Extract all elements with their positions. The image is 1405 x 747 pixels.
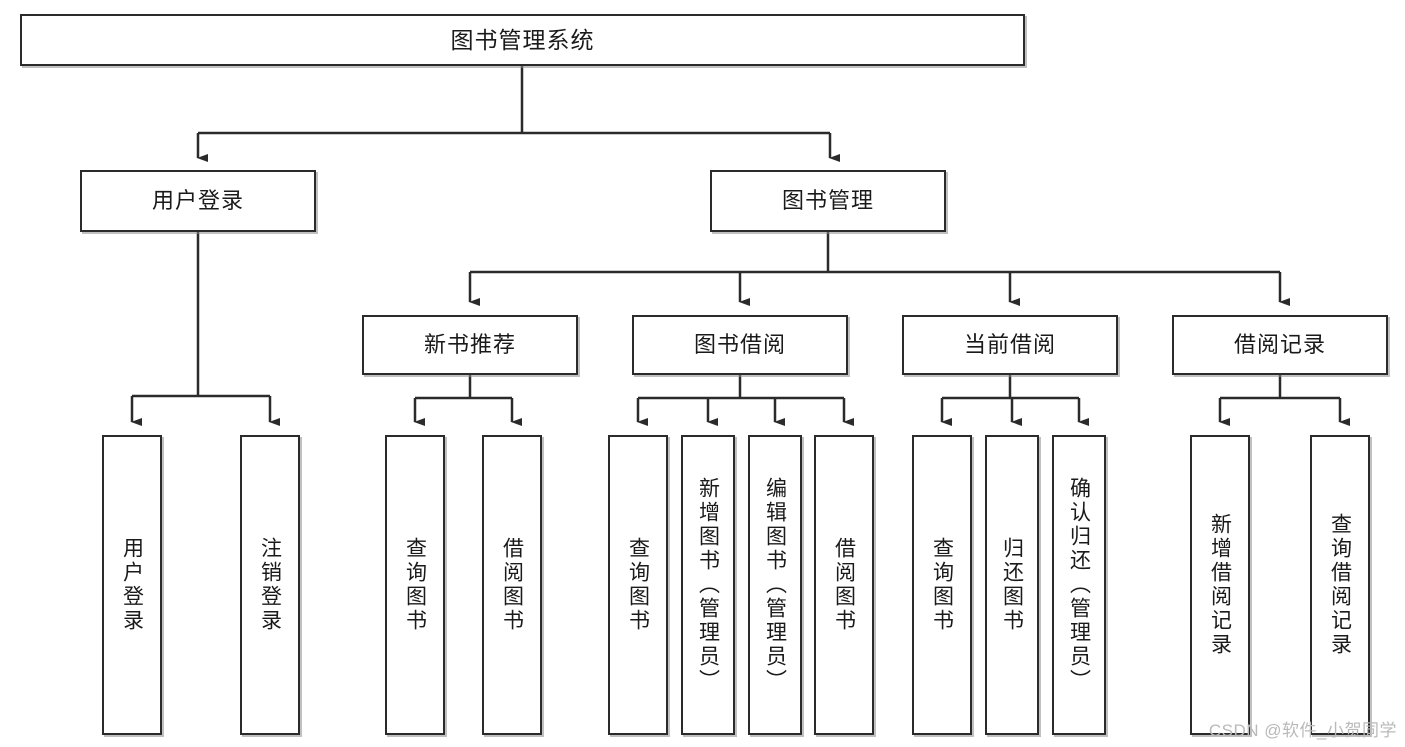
node-current-borrowing[interactable]: 当前借阅 — [902, 315, 1118, 375]
node-label: 新增借阅记录 — [1208, 513, 1232, 657]
node-leaf-borrow-book[interactable]: 借阅图书 — [814, 435, 874, 735]
node-label: 注销登录 — [258, 537, 282, 633]
node-label: 借阅图书 — [500, 537, 524, 633]
node-label: 新书推荐 — [423, 332, 516, 358]
node-leaf-add-book-admin[interactable]: 新增图书（管理员） — [681, 435, 735, 735]
node-label: 查询图书 — [930, 537, 954, 633]
node-book-management[interactable]: 图书管理 — [710, 170, 946, 232]
node-leaf-borrow-book-recommend[interactable]: 借阅图书 — [482, 435, 542, 735]
node-label: 确认归还（管理员） — [1067, 477, 1091, 693]
node-label: 借阅记录 — [1233, 332, 1326, 358]
node-leaf-query-book-recommend[interactable]: 查询图书 — [385, 435, 445, 735]
node-leaf-logout[interactable]: 注销登录 — [240, 435, 300, 735]
node-label: 借阅图书 — [832, 537, 856, 633]
node-new-book-recommendation[interactable]: 新书推荐 — [362, 315, 578, 375]
node-leaf-return-book[interactable]: 归还图书 — [985, 435, 1039, 735]
node-leaf-query-book-borrow[interactable]: 查询图书 — [608, 435, 668, 735]
node-label: 查询借阅记录 — [1328, 513, 1352, 657]
watermark-text: CSDN @软件_小贺同学 — [1208, 721, 1397, 740]
node-borrowing-record[interactable]: 借阅记录 — [1172, 315, 1388, 375]
node-label: 图书管理 — [781, 188, 874, 214]
node-label: 编辑图书（管理员） — [763, 477, 787, 693]
node-user-login[interactable]: 用户登录 — [80, 170, 316, 232]
node-leaf-edit-book-admin[interactable]: 编辑图书（管理员） — [748, 435, 802, 735]
node-label: 用户登录 — [120, 537, 144, 633]
node-label: 新增图书（管理员） — [696, 477, 720, 693]
node-leaf-query-borrow-record[interactable]: 查询借阅记录 — [1310, 435, 1370, 735]
node-root-system[interactable]: 图书管理系统 — [20, 14, 1025, 66]
node-leaf-confirm-return-admin[interactable]: 确认归还（管理员） — [1052, 435, 1106, 735]
node-label: 用户登录 — [151, 188, 244, 214]
node-label: 当前借阅 — [963, 332, 1056, 358]
node-label: 查询图书 — [626, 537, 650, 633]
node-book-borrowing[interactable]: 图书借阅 — [632, 315, 848, 375]
node-label: 图书借阅 — [693, 332, 786, 358]
node-label: 归还图书 — [1000, 537, 1024, 633]
node-leaf-add-borrow-record[interactable]: 新增借阅记录 — [1190, 435, 1250, 735]
node-leaf-user-login[interactable]: 用户登录 — [102, 435, 162, 735]
node-label: 查询图书 — [403, 537, 427, 633]
node-leaf-query-book-current[interactable]: 查询图书 — [912, 435, 972, 735]
node-label: 图书管理系统 — [450, 26, 595, 53]
